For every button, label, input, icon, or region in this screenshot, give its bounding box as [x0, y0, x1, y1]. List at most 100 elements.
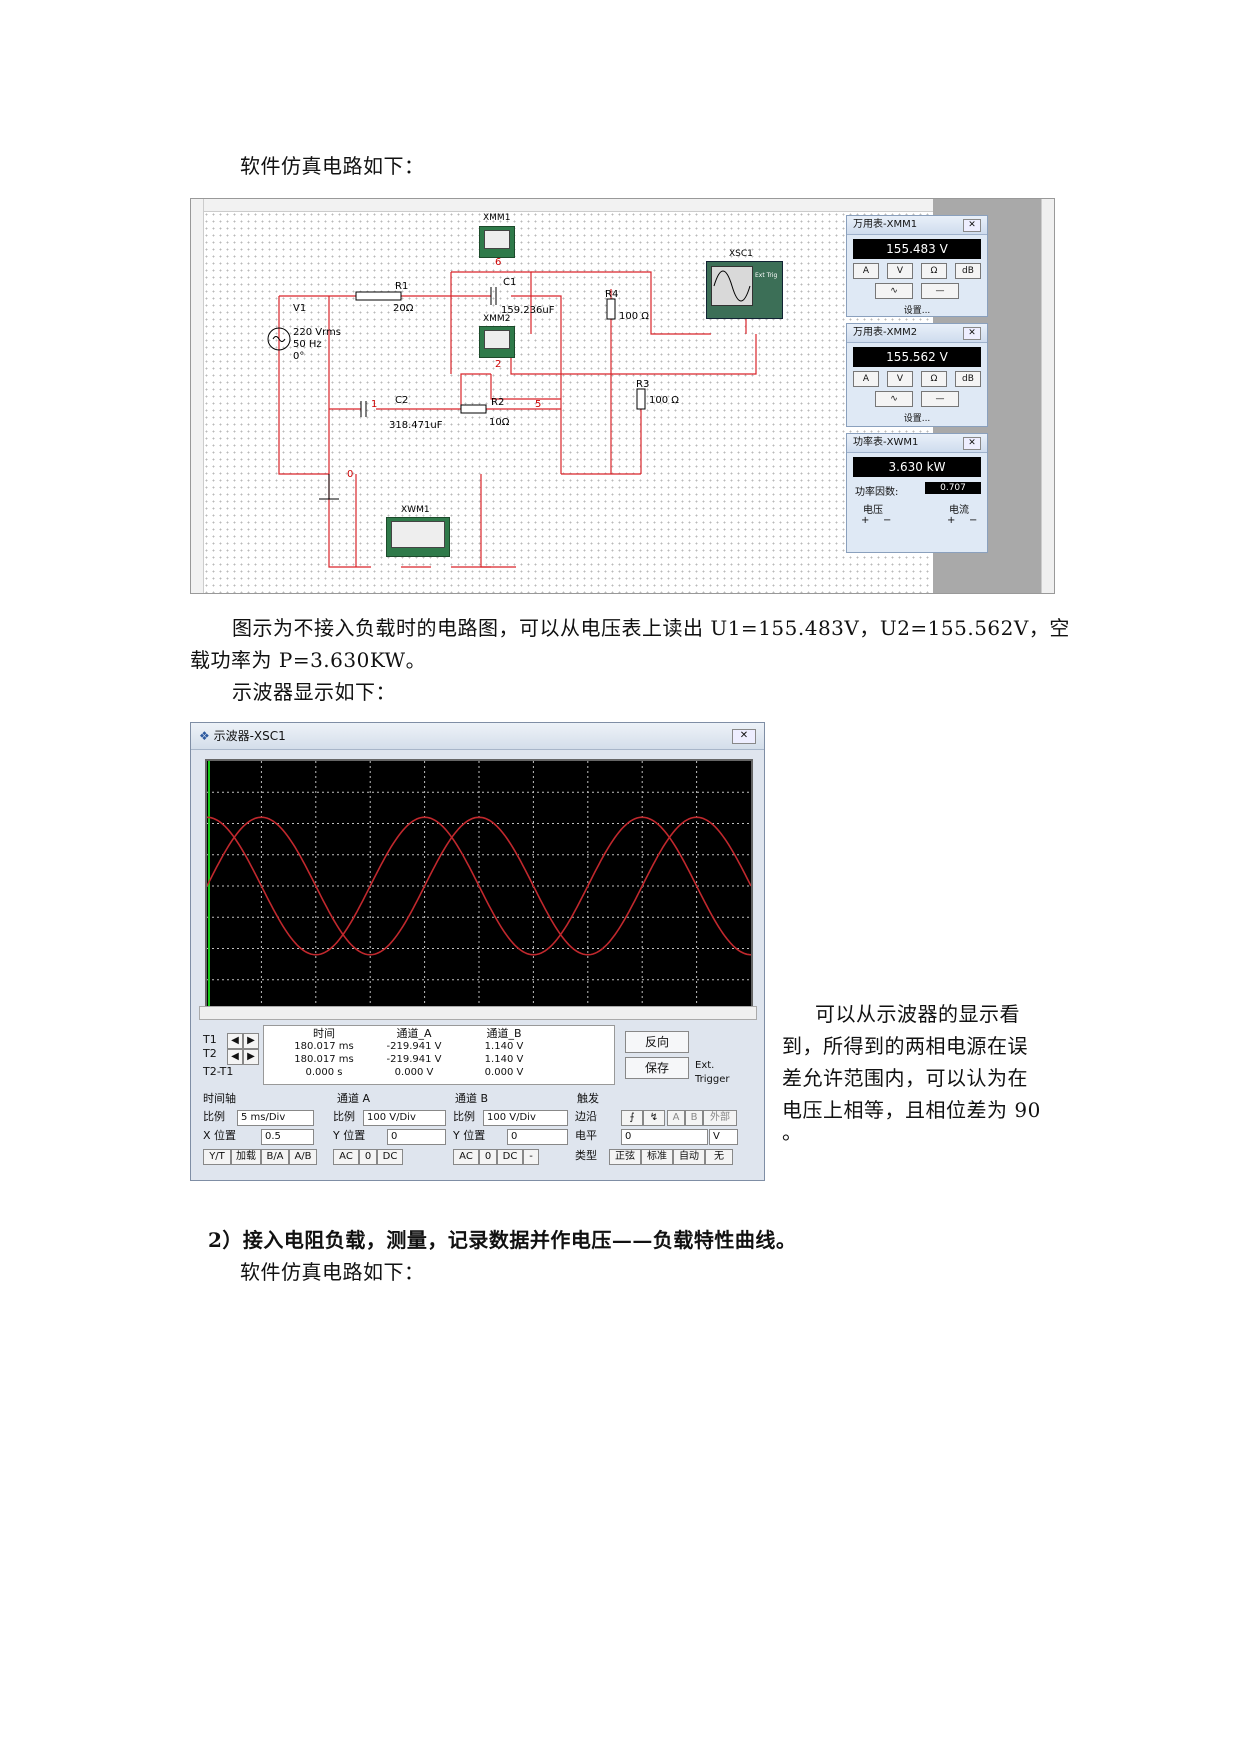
channel-a-dc-button[interactable]: DC — [377, 1149, 403, 1165]
xmm1-titlebar[interactable]: 万用表-XMM1 ✕ — [847, 216, 987, 235]
oscilloscope-window[interactable]: ❖ 示波器-XSC1 ✕ T1 T2 T2-T1 ◀ ▶ ◀ ▶ 时间 通道_A… — [190, 722, 765, 1181]
xmm1-symbol[interactable] — [479, 226, 515, 258]
xmm2-titlebar[interactable]: 万用表-XMM2 ✕ — [847, 324, 987, 343]
channel-b-dc-button[interactable]: DC — [497, 1149, 523, 1165]
trigger-type-label: 类型 — [575, 1149, 597, 1162]
channel-a-ac-button[interactable]: AC — [333, 1149, 359, 1165]
v1-frequency: 50 Hz — [293, 339, 322, 350]
voltage-plus: + — [861, 515, 870, 526]
channel-b-minus-button[interactable]: - — [523, 1149, 539, 1165]
channel-a-ypos-field[interactable]: 0 — [387, 1129, 446, 1145]
xmm2-label: XMM2 — [483, 314, 511, 324]
save-button[interactable]: 保存 — [625, 1057, 689, 1079]
r3-name: R3 — [636, 379, 650, 390]
section-2-heading: 2）接入电阻负载，测量，记录数据并作电压——负载特性曲线。 — [208, 1228, 797, 1252]
channel-b-scale-label: 比例 — [453, 1110, 475, 1123]
xmm1-amp-button[interactable]: A — [853, 263, 879, 279]
t1-channel-a: -219.941 V — [386, 1041, 442, 1052]
r2-name: R2 — [491, 397, 505, 408]
dc-line-icon[interactable]: — — [921, 283, 959, 299]
channel-b-scale-field[interactable]: 100 V/Div — [483, 1110, 568, 1126]
channel-a-scale-label: 比例 — [333, 1110, 355, 1123]
trigger-normal-button[interactable]: 标准 — [641, 1149, 673, 1165]
xmm2-settings[interactable]: 设置... — [903, 414, 931, 424]
close-icon[interactable]: ✕ — [732, 729, 756, 744]
trigger-sine-button[interactable]: 正弦 — [609, 1149, 641, 1165]
trigger-b-button[interactable]: B — [685, 1110, 703, 1126]
xwm1-titlebar[interactable]: 功率表-XWM1 ✕ — [847, 434, 987, 453]
trigger-level-field[interactable]: 0 — [621, 1129, 708, 1145]
xmm2-symbol[interactable] — [479, 326, 515, 358]
r3-value: 100 Ω — [649, 395, 679, 406]
header-channel-b: 通道_B — [486, 1027, 522, 1040]
xmm2-ohm-button[interactable]: Ω — [921, 371, 947, 387]
c1-name: C1 — [503, 277, 517, 288]
channel-a-zero-button[interactable]: 0 — [359, 1149, 377, 1165]
timebase-scale-field[interactable]: 5 ms/Div — [237, 1110, 314, 1126]
t1-left-arrow-icon[interactable]: ◀ — [227, 1033, 243, 1049]
yt-mode-button[interactable]: Y/T — [203, 1149, 231, 1165]
ba-mode-button[interactable]: B/A — [261, 1149, 289, 1165]
ab-mode-button[interactable]: A/B — [289, 1149, 317, 1165]
x-position-field[interactable]: 0.5 — [261, 1129, 314, 1145]
xmm1-panel[interactable]: 万用表-XMM1 ✕ 155.483 V A V Ω dB ∿ — 设置... — [846, 215, 988, 317]
add-mode-button[interactable]: 加载 — [231, 1149, 261, 1165]
t2-t1-label: T2-T1 — [203, 1065, 234, 1078]
xwm1-label: XWM1 — [401, 505, 430, 515]
t1-time: 180.017 ms — [294, 1041, 354, 1052]
v1-name: V1 — [293, 303, 307, 314]
xmm2-amp-button[interactable]: A — [853, 371, 879, 387]
channel-b-ypos-field[interactable]: 0 — [507, 1129, 568, 1145]
t2-right-arrow-icon[interactable]: ▶ — [243, 1049, 259, 1065]
channel-b-ac-button[interactable]: AC — [453, 1149, 479, 1165]
channel-a-scale-field[interactable]: 100 V/Div — [363, 1110, 446, 1126]
t1-right-arrow-icon[interactable]: ▶ — [243, 1033, 259, 1049]
falling-edge-icon[interactable]: ↯ — [643, 1110, 665, 1126]
header-time: 时间 — [313, 1027, 335, 1040]
ac-wave-icon[interactable]: ∿ — [875, 391, 913, 407]
trigger-level-label: 电平 — [575, 1129, 597, 1142]
channel-a-ypos-label: Y 位置 — [333, 1129, 366, 1142]
xmm1-ohm-button[interactable]: Ω — [921, 263, 947, 279]
scope-titlebar[interactable]: ❖ 示波器-XSC1 ✕ — [191, 723, 764, 750]
ac-wave-icon[interactable]: ∿ — [875, 283, 913, 299]
r1-name: R1 — [395, 281, 409, 292]
xmm1-volt-button[interactable]: V — [887, 263, 913, 279]
trigger-a-button[interactable]: A — [667, 1110, 685, 1126]
xmm1-label: XMM1 — [483, 213, 511, 223]
channel-b-zero-button[interactable]: 0 — [479, 1149, 497, 1165]
trigger-ext-button[interactable]: 外部 — [703, 1110, 737, 1126]
side-text-line5: 。 — [782, 1120, 803, 1144]
scope-horizontal-scrollbar[interactable] — [199, 1006, 757, 1020]
dc-line-icon[interactable]: — — [921, 391, 959, 407]
xwm1-reading: 3.630 kW — [853, 457, 981, 477]
trigger-auto-button[interactable]: 自动 — [673, 1149, 705, 1165]
xmm1-db-button[interactable]: dB — [955, 263, 981, 279]
close-icon[interactable]: ✕ — [963, 219, 981, 232]
close-icon[interactable]: ✕ — [963, 437, 981, 450]
xmm2-db-button[interactable]: dB — [955, 371, 981, 387]
current-label: 电流 — [949, 505, 969, 516]
trigger-level-unit[interactable]: V — [709, 1129, 738, 1145]
reverse-button[interactable]: 反向 — [625, 1031, 689, 1053]
r2-value: 10Ω — [489, 417, 510, 428]
node-5: 5 — [535, 399, 542, 410]
xmm1-settings[interactable]: 设置... — [903, 306, 931, 316]
xsc1-symbol[interactable]: Ext Trig — [706, 261, 783, 319]
xwm1-panel[interactable]: 功率表-XWM1 ✕ 3.630 kW 功率因数: 0.707 电压 电流 + … — [846, 433, 988, 553]
xwm1-symbol[interactable] — [386, 517, 450, 557]
t2-channel-a: -219.941 V — [386, 1054, 442, 1065]
close-icon[interactable]: ✕ — [963, 327, 981, 340]
c1-value: 159.236uF — [501, 305, 555, 316]
vertical-scrollbar[interactable] — [1041, 199, 1054, 593]
xmm2-volt-button[interactable]: V — [887, 371, 913, 387]
trigger-edge-label: 边沿 — [575, 1110, 597, 1123]
xmm2-panel[interactable]: 万用表-XMM2 ✕ 155.562 V A V Ω dB ∿ — 设置... — [846, 323, 988, 427]
rising-edge-icon[interactable]: ⨍ — [621, 1110, 643, 1126]
current-plus: + — [947, 515, 956, 526]
t2-left-arrow-icon[interactable]: ◀ — [227, 1049, 243, 1065]
header-channel-a: 通道_A — [396, 1027, 432, 1040]
scope-app-icon: ❖ — [199, 729, 214, 743]
channel-b-title: 通道 B — [455, 1092, 489, 1105]
trigger-none-button[interactable]: 无 — [705, 1149, 733, 1165]
